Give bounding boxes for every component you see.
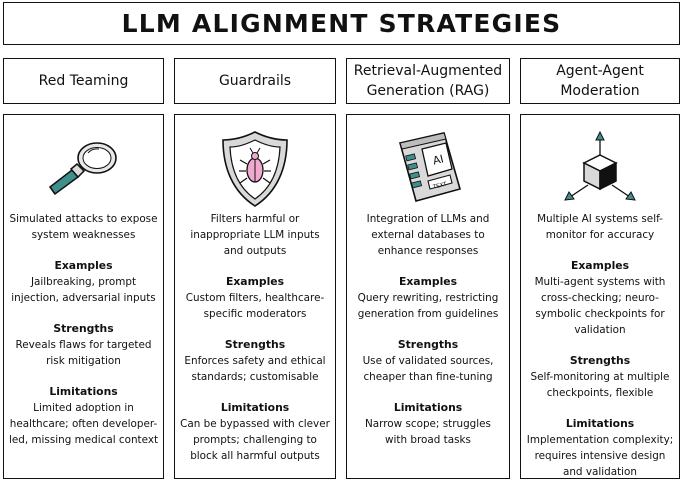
description-line: monitor for accuracy	[545, 229, 655, 241]
strengths-line: risk mitigation	[46, 355, 121, 367]
strengths-line: checkpoints, flexible	[546, 387, 654, 399]
strengths-heading: Strengths	[53, 322, 114, 335]
limitations-heading: Limitations	[393, 401, 463, 414]
icon-screen-text: AI	[431, 152, 445, 167]
strengths-line: cheaper than fine-tuning	[363, 371, 493, 383]
header-line: Retrieval-Augmented	[353, 63, 503, 79]
header-line: Moderation	[560, 83, 640, 99]
limitations-heading: Limitations	[565, 417, 635, 430]
description-line: Simulated attacks to expose	[9, 213, 158, 225]
limitations-line: Can be bypassed with clever	[180, 418, 330, 430]
description-line: enhance responses	[377, 245, 479, 257]
header-guardrails: Guardrails	[174, 58, 336, 104]
examples-line: Custom filters, healthcare-	[185, 292, 325, 304]
ai-device-icon: AI TEXT	[399, 132, 461, 202]
strengths-line: Use of validated sources,	[362, 355, 494, 367]
examples-heading: Examples	[570, 259, 630, 272]
description-line: Multiple AI systems self-	[537, 213, 663, 225]
column-red-teaming: Simulated attacks to expose system weakn…	[3, 114, 164, 479]
examples-line: validation	[574, 324, 626, 336]
examples-heading: Examples	[225, 275, 285, 288]
header-line: Agent-Agent	[556, 63, 644, 79]
limitations-line: healthcare; often developer-	[9, 418, 158, 430]
examples-line: generation from guidelines	[357, 308, 499, 320]
strengths-heading: Strengths	[224, 338, 286, 351]
column-agent-moderation: Multiple AI systems self- monitor for ac…	[520, 114, 680, 479]
header-line: Red Teaming	[38, 73, 129, 89]
examples-line: injection, adversarial inputs	[11, 292, 156, 304]
strengths-line: Self-monitoring at multiple	[530, 371, 670, 383]
limitations-line: Limited adoption in	[33, 402, 134, 414]
limitations-line: and validation	[562, 466, 637, 478]
strengths-line: standards; customisable	[191, 371, 319, 383]
header-agent-moderation: Agent-Agent Moderation	[520, 58, 680, 104]
cube-arrows-icon	[564, 130, 636, 201]
examples-heading: Examples	[54, 259, 113, 272]
shield-bug-icon	[222, 131, 288, 207]
description-line: Filters harmful or	[210, 213, 300, 225]
header-rag: Retrieval-Augmented Generation (RAG)	[346, 58, 510, 104]
limitations-heading: Limitations	[220, 401, 290, 414]
limitations-line: requires intensive design	[534, 450, 666, 462]
header-line: Guardrails	[218, 73, 292, 89]
examples-line: Jailbreaking, prompt	[30, 276, 137, 288]
examples-heading: Examples	[398, 275, 458, 288]
limitations-heading: Limitations	[49, 385, 118, 398]
examples-line: symbolic checkpoints for	[535, 308, 665, 320]
examples-line: Multi-agent systems with	[534, 276, 666, 288]
description-line: inappropriate LLM inputs	[190, 229, 320, 241]
page-title: LLM ALIGNMENT STRATEGIES	[121, 9, 562, 38]
limitations-line: led, missing medical context	[8, 434, 159, 446]
description-line: Integration of LLMs and	[366, 213, 490, 225]
header-red-teaming: Red Teaming	[3, 58, 164, 104]
limitations-line: Narrow scope; struggles	[365, 418, 491, 430]
examples-line: specific moderators	[203, 308, 307, 320]
magnifying-glass-icon	[48, 142, 117, 196]
limitations-line: with broad tasks	[385, 434, 471, 446]
column-rag: AI TEXT Integration of LLMs and external…	[346, 114, 510, 479]
strengths-heading: Strengths	[397, 338, 459, 351]
title-banner: LLM ALIGNMENT STRATEGIES	[3, 2, 680, 45]
strengths-line: Reveals flaws for targeted	[15, 339, 152, 351]
strengths-heading: Strengths	[569, 354, 631, 367]
description-line: external databases to	[371, 229, 485, 241]
column-guardrails: Filters harmful or inappropriate LLM inp…	[174, 114, 336, 479]
examples-line: cross-checking; neuro-	[541, 292, 659, 304]
icon-label-text: TEXT	[432, 181, 448, 191]
limitations-line: prompts; challenging to	[193, 434, 317, 446]
strengths-line: Enforces safety and ethical	[184, 355, 326, 367]
description-line: and outputs	[223, 245, 287, 257]
examples-line: Query rewriting, restricting	[357, 292, 499, 304]
description-line: system weaknesses	[31, 229, 136, 241]
limitations-line: block all harmful outputs	[190, 450, 320, 462]
limitations-line: Implementation complexity;	[526, 434, 674, 446]
header-line: Generation (RAG)	[366, 83, 490, 99]
